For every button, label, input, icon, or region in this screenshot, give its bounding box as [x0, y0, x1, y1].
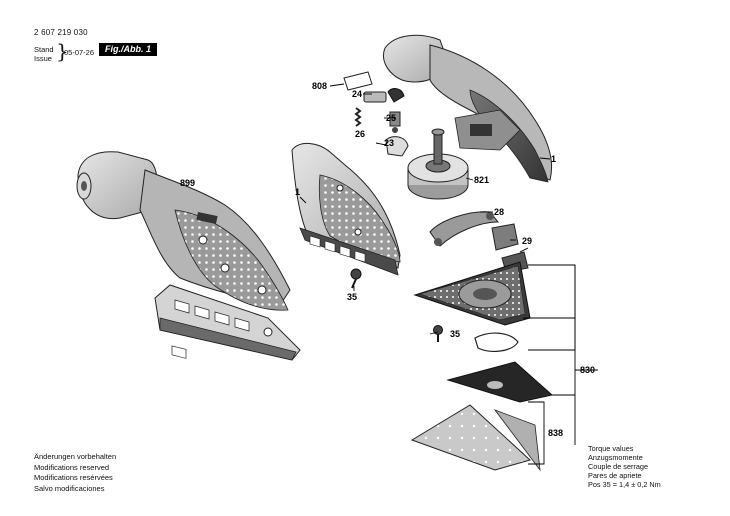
- label-plate-808: [343, 71, 373, 91]
- label-35-upper: 35: [347, 292, 357, 302]
- screw-35-upper: [350, 268, 362, 289]
- stand-issue-labels: Stand Issue: [34, 45, 54, 63]
- screw-35-lower: [433, 325, 443, 342]
- note-line: Änderungen vorbehalten: [34, 452, 117, 461]
- assembled-sander-899: [76, 151, 301, 361]
- bracket-28: [429, 211, 500, 247]
- seal-ring: [474, 332, 519, 352]
- note-line: Salvo modificaciones: [34, 483, 105, 493]
- issue-label: Issue: [34, 54, 52, 63]
- label-838: 838: [548, 428, 563, 438]
- label-899: 899: [180, 178, 195, 188]
- housing-half-1-middle: [291, 143, 401, 276]
- label-28: 28: [494, 207, 504, 217]
- sanding-sheet-838: [410, 404, 541, 472]
- leader-lines: [299, 83, 598, 465]
- label-26: 26: [355, 129, 365, 139]
- label-35-lower: 35: [450, 329, 460, 339]
- label-1-top: 1: [551, 154, 556, 164]
- base-plate-830: [413, 261, 531, 326]
- housing-half-1-top: [383, 34, 553, 183]
- torque-line: Couple de serrage: [588, 462, 649, 471]
- label-821: 821: [474, 175, 489, 185]
- label-29: 29: [522, 236, 532, 246]
- modification-notes: Änderungen vorbehalten Modifications res…: [34, 452, 116, 494]
- brace-symbol: }: [56, 39, 69, 63]
- label-23: 23: [384, 138, 394, 148]
- label-808: 808: [312, 81, 327, 91]
- figure-label: Fig./Abb. 1: [99, 43, 157, 56]
- document-number: 2 607 219 030: [34, 28, 88, 37]
- note-line: Modifications reserved: [34, 462, 110, 472]
- torque-line: Pares de apriete: [588, 471, 642, 480]
- switch-24: [363, 88, 405, 103]
- torque-line: Torque values: [588, 444, 634, 453]
- issue-date: 05-07-26: [64, 48, 95, 57]
- sanding-pad: [446, 361, 554, 403]
- torque-values: Torque values Anzugsmomente Couple de se…: [588, 444, 661, 489]
- note-line: Modifications resérvées: [34, 473, 113, 482]
- torque-line: Pos 35 = 1,4 ± 0,2 Nm: [588, 480, 661, 489]
- cap-23: [385, 136, 409, 157]
- label-1-middle: 1: [295, 187, 300, 197]
- torque-line: Anzugsmomente: [588, 453, 643, 462]
- label-830: 830: [580, 365, 595, 375]
- label-24: 24: [352, 89, 362, 99]
- label-25: 25: [386, 113, 396, 123]
- fan-821: [407, 128, 469, 200]
- spring-26: [354, 107, 362, 127]
- part-25: [389, 111, 401, 133]
- stand-label: Stand: [34, 45, 54, 54]
